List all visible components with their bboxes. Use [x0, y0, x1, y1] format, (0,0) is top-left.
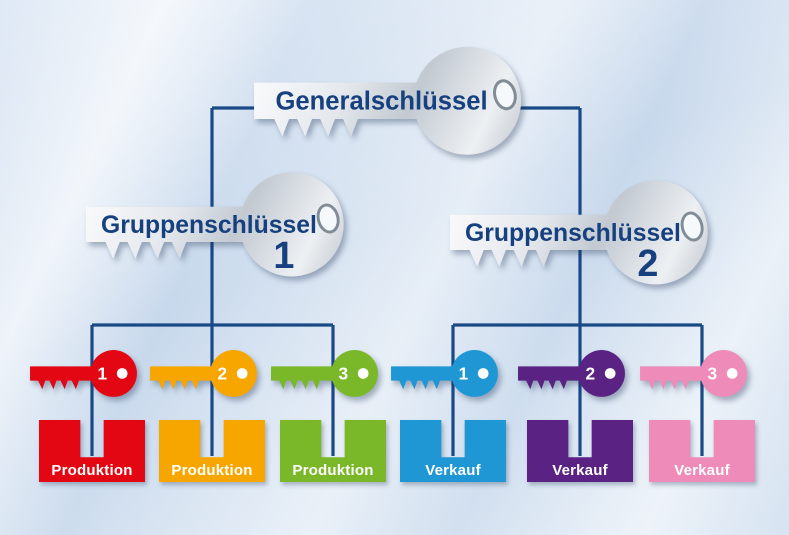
- group-key-1: Gruppenschlüssel 1: [85, 172, 344, 277]
- lock-label: Verkauf: [552, 462, 608, 479]
- lock-label: Produktion: [51, 462, 133, 479]
- key-hole: [316, 203, 340, 234]
- key-hole: [604, 368, 616, 379]
- group-key-2-label: Gruppenschlüssel: [465, 220, 681, 247]
- key-hole: [116, 368, 128, 379]
- lock-label: Verkauf: [674, 462, 730, 479]
- lock-label: Verkauf: [425, 462, 481, 479]
- group-key-1-label: Gruppenschlüssel: [101, 212, 317, 239]
- small-key-green-3: 3: [271, 350, 378, 397]
- key-hole: [493, 79, 517, 111]
- group-key-2: Gruppenschlüssel 2: [449, 180, 708, 285]
- lock-verkauf-1: Verkauf: [400, 420, 506, 482]
- key-number: 3: [708, 364, 718, 384]
- small-key-red-1: 1: [30, 350, 137, 397]
- small-key-orange-2: 2: [150, 350, 257, 397]
- key-number: 2: [586, 364, 596, 384]
- lock-verkauf-2: Verkauf: [527, 420, 633, 482]
- lock-verkauf-3: Verkauf: [649, 420, 755, 482]
- key-body: [271, 350, 378, 397]
- key-body: [518, 350, 625, 397]
- key-body: [640, 350, 747, 397]
- lock-produktion-2: Produktion: [159, 420, 265, 482]
- key-body: [30, 350, 137, 397]
- lock-body: Verkauf: [400, 420, 506, 482]
- group-key-2-number: 2: [637, 243, 658, 285]
- key-body: [254, 46, 522, 155]
- key-hole: [236, 368, 248, 379]
- lock-label: Produktion: [171, 462, 253, 479]
- key-number: 3: [339, 364, 349, 384]
- key-number: 2: [218, 364, 228, 384]
- lock-label: Produktion: [292, 462, 374, 479]
- lock-produktion-1: Produktion: [39, 420, 145, 482]
- small-key-pink-3: 3: [640, 350, 747, 397]
- lock-body: Verkauf: [649, 420, 755, 482]
- key-body: [391, 350, 498, 397]
- key-number: 1: [459, 364, 469, 384]
- master-key: Generalschlüssel: [254, 46, 522, 155]
- lock-body: Verkauf: [527, 420, 633, 482]
- key-body: [85, 172, 344, 277]
- small-key-blue-1: 1: [391, 350, 498, 397]
- key-hole: [680, 211, 704, 242]
- key-hole: [477, 368, 489, 379]
- key-body: [150, 350, 257, 397]
- lock-produktion-3: Produktion: [280, 420, 386, 482]
- key-body: [449, 180, 708, 285]
- group-key-1-number: 1: [273, 235, 294, 277]
- lock-body: Produktion: [39, 420, 145, 482]
- lock-body: Produktion: [280, 420, 386, 482]
- key-hole: [726, 368, 738, 379]
- key-hole: [357, 368, 369, 379]
- lock-body: Produktion: [159, 420, 265, 482]
- small-key-purple-2: 2: [518, 350, 625, 397]
- master-key-label: Generalschlüssel: [275, 88, 487, 116]
- key-number: 1: [98, 364, 108, 384]
